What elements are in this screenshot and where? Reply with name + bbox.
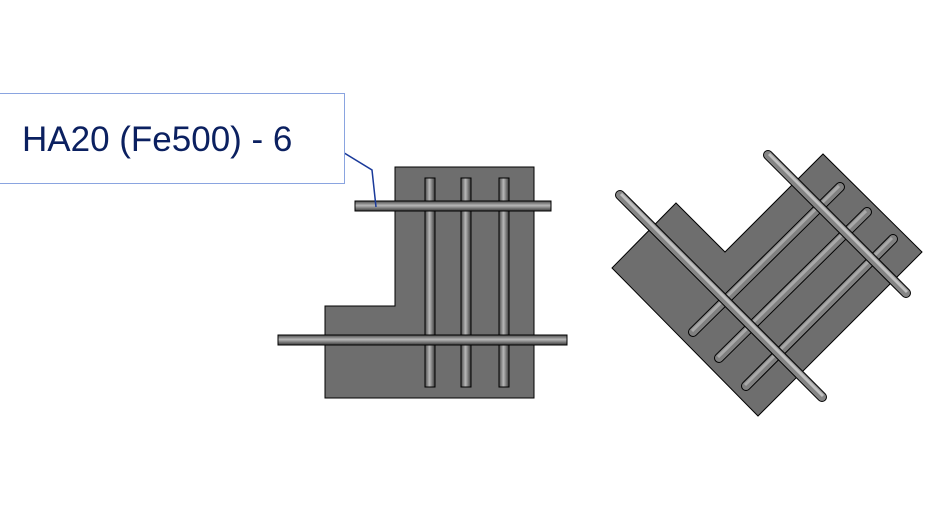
- rebar-diagonal[interactable]: [688, 182, 845, 337]
- vertical-rebars-left: [424, 177, 510, 388]
- rebar-vertical[interactable]: [498, 177, 510, 388]
- long-rebars-right: [615, 150, 911, 402]
- rebar-horizontal-top[interactable]: [354, 200, 552, 212]
- concrete-section-right[interactable]: [611, 153, 923, 417]
- rebar-vertical[interactable]: [424, 177, 436, 388]
- rebar-diagonal-long[interactable]: [763, 150, 911, 298]
- short-rebars-right: [688, 182, 898, 391]
- rebar-tag-box[interactable]: [0, 93, 345, 184]
- rebar-vertical[interactable]: [460, 177, 472, 388]
- rebar-tag-label[interactable]: HA20 (Fe500) - 6: [22, 120, 293, 159]
- rebar-horizontal-bottom[interactable]: [277, 334, 568, 346]
- rebar-diagonal-long[interactable]: [615, 190, 827, 402]
- rebar-diagonal[interactable]: [741, 234, 898, 391]
